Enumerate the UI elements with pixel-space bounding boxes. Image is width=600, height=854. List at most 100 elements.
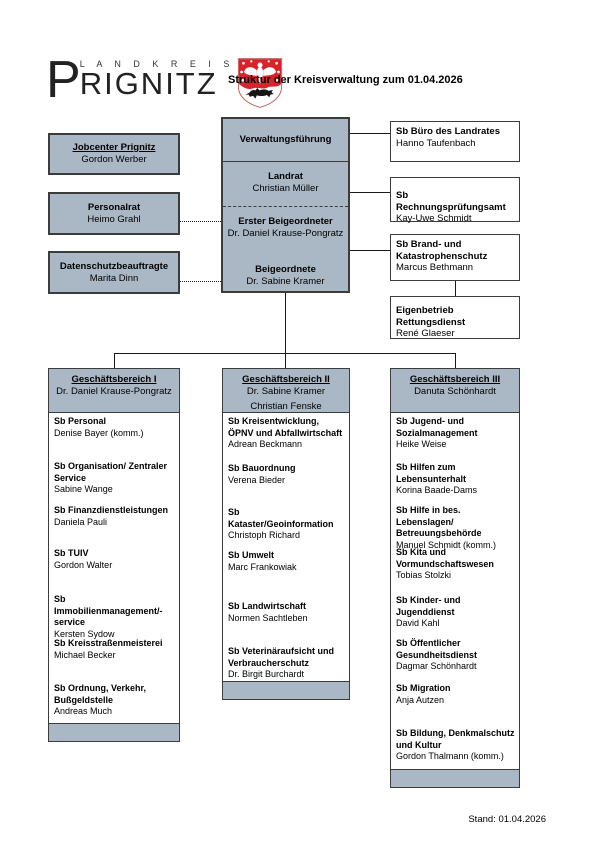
unit-title: Sb Ordnung, Verkehr, Bußgeldstelle <box>54 683 147 705</box>
section-person: Dr. Daniel Krause-Pongratz <box>227 228 344 239</box>
unit-person: Verena Bieder <box>228 474 286 485</box>
unit-person: Marc Frankowiak <box>228 561 297 572</box>
gb3-footer-bar <box>391 769 519 787</box>
verwaltungsfuehrung-label: Verwaltungsführung <box>223 119 348 162</box>
unit-sb-finanzdienstleistungen: Sb Finanzdienstleistungen Daniela Pauli <box>54 505 176 528</box>
unit-sb-hilfen-lebensunterhalt: Sb Hilfen zum Lebensunterhalt Korina Baa… <box>396 462 516 497</box>
column-geschaeftsbereich-2: Geschäftsbereich II Dr. Sabine Kramer Ch… <box>222 368 350 700</box>
unit-sb-kataster: Sb Kataster/Geoinformation Christoph Ric… <box>228 507 346 542</box>
connector-stub-gb2 <box>285 353 286 368</box>
unit-person: Kersten Sydow <box>54 628 115 639</box>
box-verwaltungsfuehrung: Verwaltungsführung Landrat Christian Mül… <box>221 117 350 293</box>
unit-title: Sb Hilfe in bes. Lebenslagen/ Betreuungs… <box>396 505 482 538</box>
section-title: Beigeordnete <box>255 264 316 275</box>
unit-sb-personal: Sb Personal Denise Bayer (komm.) <box>54 416 176 439</box>
connector-datenschutz-dotted <box>180 281 221 282</box>
box-eigenbetrieb-rettungsdienst: Eigenbetrieb Rettungsdienst René Glaeser <box>390 296 520 339</box>
gb2-footer-bar <box>223 681 349 699</box>
box-rechnungspruefungsamt: Sb Rechnungsprüfungsamt Kay-Uwe Schmidt <box>390 177 520 224</box>
unit-sb-organisation: Sb Organisation/ Zentraler Service Sabin… <box>54 461 176 496</box>
unit-person: Anja Autzen <box>396 694 445 705</box>
connector-center-to-brandschutz <box>350 250 390 251</box>
unit-title: Sb Landwirtschaft <box>228 601 307 611</box>
box-title: Datenschutzbeauftragte <box>59 260 169 272</box>
logo-prignitz-text: RIGNITZ <box>79 66 218 101</box>
gb-person: Dr. Sabine Kramer <box>246 386 326 397</box>
unit-title: Sb Immobilienmanagement/-service <box>54 594 163 627</box>
unit-title: Sb Migration <box>396 683 451 693</box>
column-geschaeftsbereich-3: Geschäftsbereich III Danuta Schönhardt S… <box>390 368 520 788</box>
box-person: Heimo Grahl <box>87 213 141 225</box>
unit-sb-kreisstrassenmeisterei: Sb Kreisstraßenmeisterei Michael Becker <box>54 638 176 661</box>
box-title: Jobcenter Prignitz <box>72 142 156 153</box>
unit-sb-umwelt: Sb Umwelt Marc Frankowiak <box>228 550 346 573</box>
box-person: Hanno Taufenbach <box>396 137 476 149</box>
unit-person: Christoph Richard <box>228 530 301 540</box>
section-beigeordnete-group: Erster Beigeordneter Dr. Daniel Krause-P… <box>223 207 348 288</box>
connector-stub-gb1 <box>114 353 115 368</box>
unit-sb-immobilienmanagement: Sb Immobilienmanagement/-service Kersten… <box>54 594 176 640</box>
box-buero-des-landrates: Sb Büro des Landrates Hanno Taufenbach <box>390 121 520 162</box>
connector-center-to-rechnungspruefungsamt <box>350 192 390 193</box>
unit-person: Daniela Pauli <box>54 516 108 527</box>
connector-personalrat-dotted <box>180 221 221 222</box>
unit-title: Sb Kinder- und Jugenddienst <box>396 595 461 617</box>
unit-person: Korina Baade-Dams <box>396 485 478 495</box>
unit-sb-bauordnung: Sb Bauordnung Verena Bieder <box>228 463 346 486</box>
connector-center-to-buero <box>350 133 390 134</box>
unit-title: Sb Personal <box>54 416 107 426</box>
box-title: Sb Büro des Landrates <box>396 126 500 137</box>
unit-person: Gordon Thalmann (komm.) <box>396 751 504 761</box>
box-person: Gordon Werber <box>81 154 147 165</box>
unit-title: Sb Hilfen zum Lebensunterhalt <box>396 462 467 484</box>
gb1-footer-bar <box>49 723 179 741</box>
unit-sb-veterinaeraufsicht: Sb Veterinäraufsicht und Verbraucherschu… <box>228 646 346 681</box>
unit-sb-bildung-denkmalschutz-kultur: Sb Bildung, Denkmalschutz und Kultur Gor… <box>396 728 516 763</box>
unit-title: Sb Kreisentwicklung, ÖPNV und Abfallwirt… <box>228 416 343 438</box>
unit-person: Dagmar Schönhardt <box>396 661 477 671</box>
unit-title: Sb Umwelt <box>228 550 275 560</box>
unit-title: Sb Kita und Vormundschaftswesen <box>396 547 494 569</box>
stand-date-label: Stand: 01.04.2026 <box>468 814 546 825</box>
box-person: Kay-Uwe Schmidt <box>396 213 472 224</box>
unit-title: Sb TUIV <box>54 548 89 558</box>
unit-title: Sb Bildung, Denkmalschutz und Kultur <box>396 728 515 750</box>
section-erster-beigeordneter: Erster Beigeordneter Dr. Daniel Krause-P… <box>223 216 348 240</box>
connector-brandschutz-to-rettungsdienst <box>455 281 456 296</box>
unit-person: Sabine Wange <box>54 484 113 494</box>
unit-title: Sb Jugend- und Sozialmanagement <box>396 416 478 438</box>
box-title: Eigenbetrieb Rettungsdienst <box>396 305 466 328</box>
box-title: Sb Rechnungsprüfungsamt <box>396 190 506 213</box>
section-person: Dr. Sabine Kramer <box>246 276 325 287</box>
unit-sb-tuiv: Sb TUIV Gordon Walter <box>54 548 176 571</box>
unit-person: Manuel Schmidt (komm.) <box>396 539 497 550</box>
connector-horizontal-rail <box>114 353 455 354</box>
unit-sb-jugend-sozialmanagement: Sb Jugend- und Sozialmanagement Heike We… <box>396 416 516 451</box>
box-title: Sb Brand- und Katastrophenschutz <box>396 239 488 262</box>
unit-sb-kinder-jugenddienst: Sb Kinder- und Jugenddienst David Kahl <box>396 595 516 630</box>
gb1-header: Geschäftsbereich I Dr. Daniel Krause-Pon… <box>49 369 179 413</box>
column-geschaeftsbereich-1: Geschäftsbereich I Dr. Daniel Krause-Pon… <box>48 368 180 742</box>
gb3-body: Sb Jugend- und Sozialmanagement Heike We… <box>391 413 519 769</box>
box-jobcenter-prignitz: Jobcenter Prignitz Gordon Werber <box>48 133 180 175</box>
unit-title: Sb Öffentlicher Gesundheitsdienst <box>396 638 478 660</box>
connector-stub-gb3 <box>455 353 456 368</box>
gb-person: Dr. Daniel Krause-Pongratz <box>56 386 172 397</box>
gb2-body: Sb Kreisentwicklung, ÖPNV und Abfallwirt… <box>223 413 349 681</box>
box-person: Marita Dinn <box>89 272 139 284</box>
unit-sb-kita-vormundschaftswesen: Sb Kita und Vormundschaftswesen Tobias S… <box>396 547 516 582</box>
unit-sb-kreisentwicklung: Sb Kreisentwicklung, ÖPNV und Abfallwirt… <box>228 416 346 451</box>
gb-person: Danuta Schönhardt <box>414 386 496 397</box>
gb3-header: Geschäftsbereich III Danuta Schönhardt <box>391 369 519 413</box>
box-personalrat: Personalrat Heimo Grahl <box>48 192 180 235</box>
unit-person: Andreas Much <box>54 706 113 716</box>
page-title: Struktur der Kreisverwaltung zum 01.04.2… <box>228 74 463 86</box>
gb1-body: Sb Personal Denise Bayer (komm.) Sb Orga… <box>49 413 179 723</box>
unit-person: Tobias Stolzki <box>396 570 452 580</box>
unit-title: Sb Kataster/Geoinformation <box>228 507 334 529</box>
box-title: Personalrat <box>87 201 141 213</box>
section-beigeordnete: Beigeordnete Dr. Sabine Kramer <box>223 264 348 288</box>
unit-title: Sb Veterinäraufsicht und Verbraucherschu… <box>228 646 335 668</box>
connector-center-down <box>285 293 286 353</box>
